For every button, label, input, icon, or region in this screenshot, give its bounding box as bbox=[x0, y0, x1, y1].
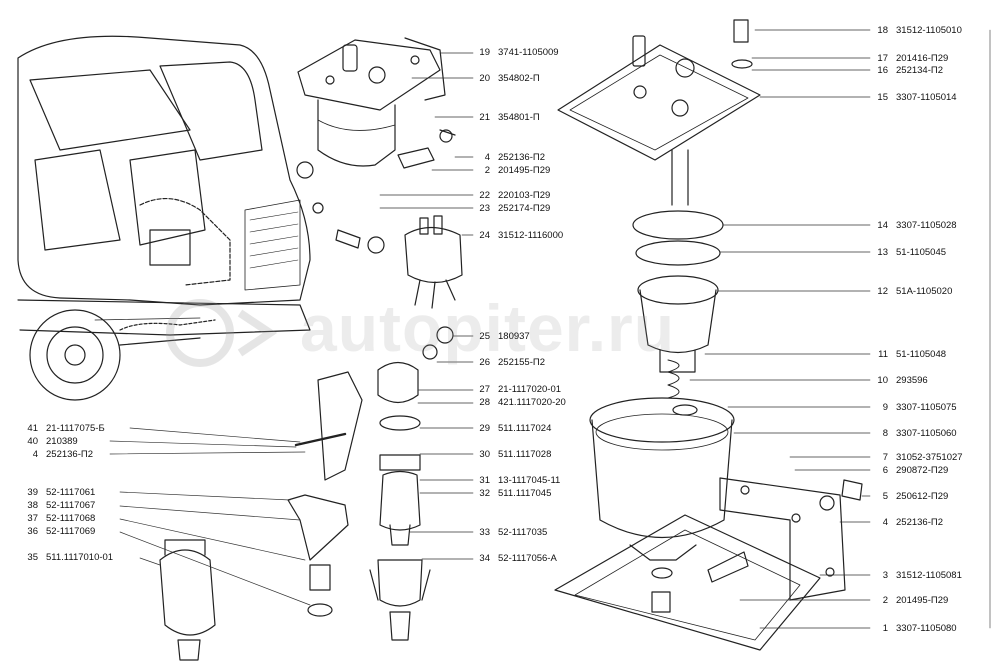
coil-part bbox=[335, 215, 463, 360]
fuel-fittings bbox=[159, 361, 431, 661]
top-filter-assembly bbox=[297, 37, 456, 169]
watermark-logo bbox=[166, 299, 278, 367]
vehicle-illustration bbox=[17, 35, 324, 401]
watermark-text: autopiter.ru bbox=[300, 291, 676, 365]
